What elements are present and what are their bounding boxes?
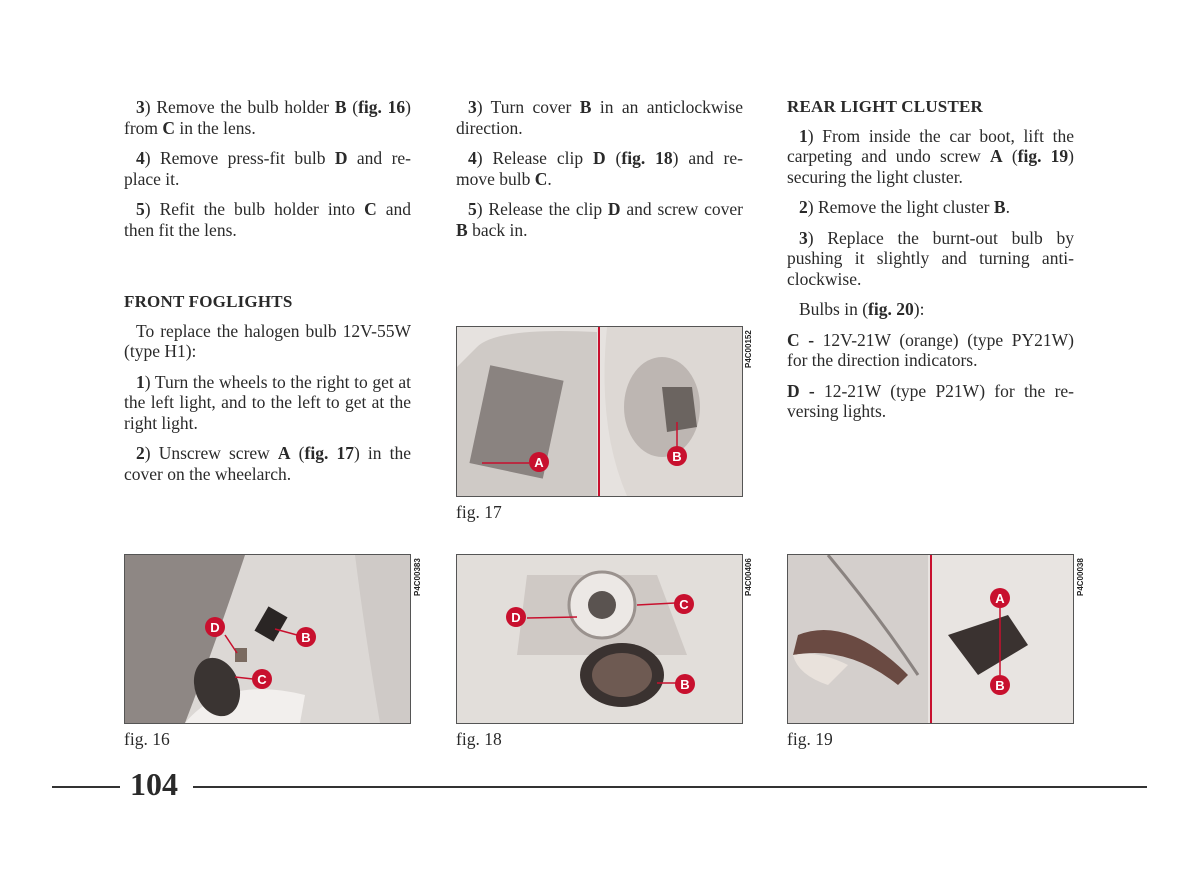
paragraph: To replace the halogen bulb 12V-55W (typ… <box>124 320 411 362</box>
callout-c-label: C <box>679 597 689 612</box>
callout-d-label: D <box>511 610 520 625</box>
section-heading-rear-light-cluster: REAR LIGHT CLUSTER <box>787 97 984 116</box>
paragraph: 3) Turn cover B in an anticlockwise dire… <box>456 97 743 138</box>
figure-caption: fig. 18 <box>456 729 502 749</box>
callout-d <box>205 617 225 637</box>
paragraph: 5) Release the clip D and screw cover B … <box>456 199 743 240</box>
callout-b <box>667 446 687 466</box>
figure-code: P4C00152 <box>744 330 753 368</box>
footer-rule-left <box>52 786 120 788</box>
figure-19-image: A B <box>787 554 1074 724</box>
callout-a-label: A <box>995 591 1005 606</box>
paragraph: 5) Refit the bulb holder into C and then… <box>124 199 411 240</box>
paragraph: 4) Remove press-fit bulb D and re-place … <box>124 148 411 189</box>
column-1: 3) Remove the bulb holder B (fig. 16) fr… <box>124 97 411 494</box>
paragraph: Bulbs in (fig. 20): <box>799 299 925 319</box>
figure-caption: fig. 16 <box>124 729 170 749</box>
column-3: REAR LIGHT CLUSTER 1) From inside the ca… <box>787 97 1074 432</box>
callout-b-label: B <box>672 449 681 464</box>
paragraph: 2) Remove the light cluster B. <box>799 197 1010 217</box>
figure-17-image: A B <box>456 326 743 497</box>
figure-16-image: D B C <box>124 554 411 724</box>
figure-caption: fig. 19 <box>787 729 833 749</box>
paragraph: 3) Replace the burnt-out bulb by pushing… <box>787 227 1074 289</box>
paragraph: 2) Unscrew screw A (fig. 17) in the cove… <box>124 443 411 484</box>
callout-b <box>296 627 316 647</box>
figure-code: P4C00383 <box>413 558 422 596</box>
callout-b-label: B <box>301 630 310 645</box>
section-heading-front-foglights: FRONT FOGLIGHTS <box>124 292 293 311</box>
page-number: 104 <box>130 766 178 802</box>
callout-a-label: A <box>534 455 544 470</box>
paragraph: D - 12-21W (type P21W) for the re-versin… <box>787 380 1074 422</box>
callout-c <box>674 594 694 614</box>
callout-a <box>990 588 1010 608</box>
paragraph: 1) From inside the car boot, lift the ca… <box>787 125 1074 187</box>
figure-code: P4C00406 <box>744 558 753 596</box>
callout-a <box>529 452 549 472</box>
callout-d <box>506 607 526 627</box>
callout-d-label: D <box>210 620 219 635</box>
callout-b-label: B <box>995 678 1004 693</box>
callout-b <box>675 674 695 694</box>
callout-b-label: B <box>680 677 689 692</box>
paragraph: 1) Turn the wheels to the right to get a… <box>124 371 411 433</box>
paragraph: 4) Release clip D (fig. 18) and re-move … <box>456 148 743 189</box>
figure-18-image: D C B <box>456 554 743 724</box>
footer-rule-right <box>193 786 1147 788</box>
callout-c <box>252 669 272 689</box>
figure-code: P4C00038 <box>1076 558 1085 596</box>
callout-b <box>990 675 1010 695</box>
column-2: 3) Turn cover B in an anticlockwise dire… <box>456 97 743 250</box>
figure-caption: fig. 17 <box>456 502 502 522</box>
paragraph: 3) Remove the bulb holder B (fig. 16) fr… <box>124 97 411 138</box>
paragraph: C - 12V-21W (orange) (type PY21W) for th… <box>787 329 1074 371</box>
callout-c-label: C <box>257 672 267 687</box>
